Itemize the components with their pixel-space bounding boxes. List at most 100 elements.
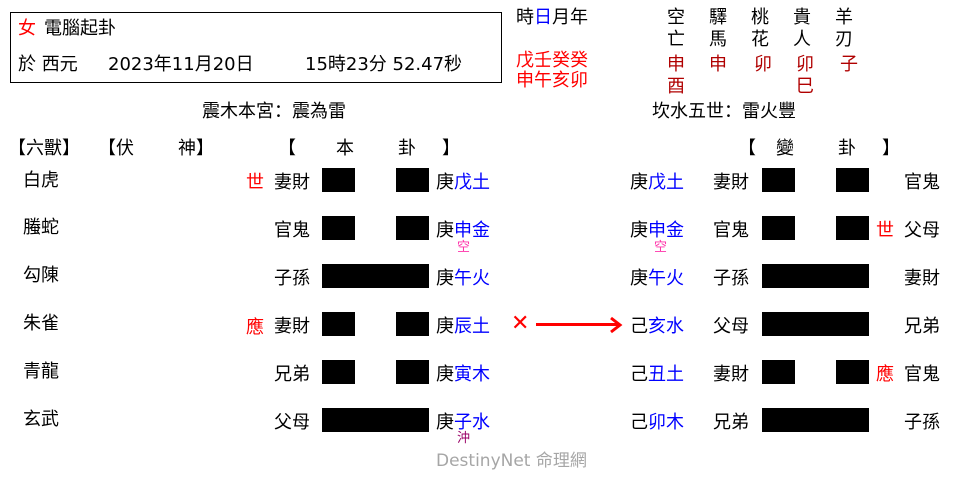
gender-label: 女 bbox=[18, 18, 36, 39]
earthly-branch: 戊土 bbox=[454, 172, 490, 193]
moving-line-cross-icon: ✕ bbox=[511, 311, 530, 336]
earthly-branch: 申金 bbox=[648, 220, 684, 241]
shensha-name: 馬 bbox=[709, 29, 727, 50]
ying-mark: 應 bbox=[876, 364, 894, 385]
shensha-name: 桃 bbox=[751, 7, 769, 28]
changed-najia: 庚戊土 bbox=[630, 174, 684, 192]
yin-line-left bbox=[322, 312, 355, 336]
change-arrow-icon bbox=[536, 323, 618, 326]
yin-line-left bbox=[762, 168, 795, 192]
six-relation: 兄弟 bbox=[274, 364, 310, 385]
changed-hidden-relation: 官鬼 bbox=[904, 172, 940, 193]
ying-mark: 應 bbox=[246, 317, 264, 338]
original-header-1: 本 bbox=[336, 138, 354, 159]
shensha-name: 驛 bbox=[709, 7, 727, 28]
six-beast: 勾陳 bbox=[23, 265, 59, 286]
changed-header-close: 】 bbox=[882, 138, 900, 159]
yin-line-right bbox=[836, 216, 869, 240]
brand-watermark: DestinyNet 命理網 bbox=[436, 451, 587, 471]
shensha-name: 花 bbox=[751, 29, 769, 50]
pillar-month-year-label: 月年 bbox=[552, 7, 588, 28]
yin-line-right bbox=[836, 168, 869, 192]
six-relation: 子孫 bbox=[274, 268, 310, 289]
six-beast: 螣蛇 bbox=[23, 217, 59, 238]
six-beasts-header: 【六獸】 bbox=[8, 138, 80, 159]
date-value: 2023年11月20日 bbox=[108, 54, 254, 75]
changed-hidden-relation: 妻財 bbox=[904, 268, 940, 289]
six-relation: 父母 bbox=[274, 412, 310, 433]
heavenly-stem: 庚 bbox=[436, 172, 454, 193]
yin-line-right bbox=[396, 360, 429, 384]
yang-line bbox=[762, 312, 869, 336]
shensha-value: 巳 bbox=[796, 76, 814, 97]
earthly-branch: 卯木 bbox=[648, 412, 684, 433]
original-hexagram-title: 震木本宮：震為雷 bbox=[202, 101, 346, 122]
najia: 庚子水 bbox=[436, 414, 490, 432]
changed-hexagram-title: 坎水五世：雷火豐 bbox=[652, 101, 796, 122]
heavenly-stem: 庚 bbox=[630, 172, 648, 193]
yin-line-left bbox=[322, 216, 355, 240]
changed-header-2: 卦 bbox=[838, 138, 856, 159]
yin-line-right bbox=[836, 360, 869, 384]
pillar-stems: 戊壬癸癸 bbox=[516, 50, 588, 71]
heavenly-stem: 庚 bbox=[436, 412, 454, 433]
shensha-name: 人 bbox=[793, 29, 811, 50]
yang-line bbox=[322, 408, 429, 432]
shensha-name: 空 bbox=[667, 7, 685, 28]
hidden-spirit-header-open: 【伏 bbox=[98, 138, 134, 159]
shensha-value: 申 bbox=[709, 54, 727, 75]
void-mark: 空 bbox=[654, 240, 668, 255]
shi-mark: 世 bbox=[876, 220, 894, 241]
yin-line-left bbox=[762, 216, 795, 240]
six-relation: 官鬼 bbox=[274, 220, 310, 241]
shensha-name: 貴 bbox=[793, 7, 811, 28]
heavenly-stem: 庚 bbox=[630, 268, 648, 289]
shensha-value: 酉 bbox=[667, 76, 685, 97]
earthly-branch: 寅木 bbox=[454, 364, 490, 385]
six-relation: 妻財 bbox=[274, 316, 310, 337]
najia: 庚寅木 bbox=[436, 366, 490, 384]
earthly-branch: 亥水 bbox=[648, 316, 684, 337]
changed-najia: 己亥水 bbox=[630, 318, 684, 336]
original-header-close: 】 bbox=[442, 138, 460, 159]
divination-title: 電腦起卦 bbox=[44, 18, 116, 39]
heavenly-stem: 庚 bbox=[630, 220, 648, 241]
shensha-name: 刃 bbox=[835, 29, 853, 50]
heavenly-stem: 庚 bbox=[436, 364, 454, 385]
heavenly-stem: 庚 bbox=[436, 220, 454, 241]
heavenly-stem: 己 bbox=[630, 412, 648, 433]
earthly-branch: 丑土 bbox=[648, 364, 684, 385]
najia: 庚戊土 bbox=[436, 174, 490, 192]
six-beast: 玄武 bbox=[23, 409, 59, 430]
changed-hidden-relation: 官鬼 bbox=[904, 364, 940, 385]
najia: 庚辰土 bbox=[436, 318, 490, 336]
void-mark: 空 bbox=[457, 240, 471, 255]
time-value: 15時23分 52.47秒 bbox=[305, 54, 463, 75]
six-beast: 朱雀 bbox=[23, 313, 59, 334]
changed-relation: 父母 bbox=[713, 316, 749, 337]
changed-relation: 子孫 bbox=[713, 268, 749, 289]
yang-line bbox=[762, 264, 869, 288]
heavenly-stem: 庚 bbox=[436, 316, 454, 337]
earthly-branch: 申金 bbox=[454, 220, 490, 241]
earthly-branch: 午火 bbox=[454, 268, 490, 289]
najia: 庚午火 bbox=[436, 270, 490, 288]
changed-najia: 己丑土 bbox=[630, 366, 684, 384]
najia: 庚申金 bbox=[436, 222, 490, 240]
header-box bbox=[10, 12, 502, 83]
earthly-branch: 子水 bbox=[454, 412, 490, 433]
pillar-day-label: 日 bbox=[534, 7, 552, 28]
six-relation: 妻財 bbox=[274, 172, 310, 193]
changed-hidden-relation: 父母 bbox=[904, 220, 940, 241]
shi-mark: 世 bbox=[246, 172, 264, 193]
date-prefix: 於 西元 bbox=[18, 54, 78, 75]
hidden-spirit-header-close: 神】 bbox=[178, 138, 214, 159]
six-beast: 青龍 bbox=[23, 361, 59, 382]
pillar-hour-label: 時 bbox=[516, 7, 534, 28]
changed-header-1: 變 bbox=[776, 138, 794, 159]
changed-header-open: 【 bbox=[738, 138, 756, 159]
yin-line-left bbox=[322, 168, 355, 192]
changed-najia: 己卯木 bbox=[630, 414, 684, 432]
shensha-name: 亡 bbox=[667, 29, 685, 50]
changed-hidden-relation: 兄弟 bbox=[904, 316, 940, 337]
